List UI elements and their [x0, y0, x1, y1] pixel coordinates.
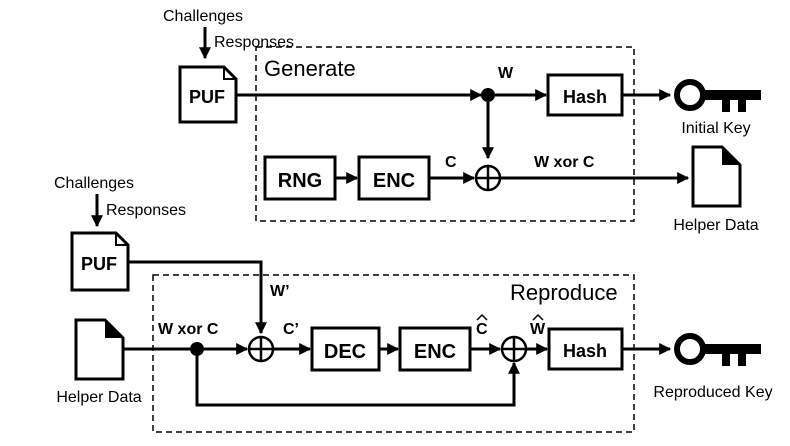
generate-xor-icon: [474, 164, 502, 192]
generate-helper-data-label: Helper Data: [673, 217, 758, 234]
reproduce-enc-block: ENC: [398, 326, 472, 372]
reproduce-c-hat-label-group: C: [476, 313, 488, 338]
reproduced-key-label: Reproduced Key: [653, 384, 772, 401]
reproduce-c-prime-label: C’: [283, 321, 299, 338]
reproduce-helper-data-label: Helper Data: [56, 389, 141, 406]
generate-challenges-label: Challenges: [163, 8, 243, 25]
generate-helper-data-icon: [691, 145, 742, 208]
initial-key-label: Initial Key: [681, 120, 750, 137]
generate-hash-block: Hash: [546, 73, 624, 117]
reproduce-enc-label: ENC: [414, 341, 456, 363]
generate-w-xor-c-label: W xor C: [534, 154, 595, 171]
reproduce-xor2-icon: [500, 335, 528, 363]
reproduce-w-hat-label-group: W: [530, 313, 546, 338]
generate-c-label: C: [445, 154, 457, 171]
reproduce-puf-to-xor-line: [128, 260, 267, 335]
c-hat-accent: [476, 313, 488, 321]
generate-rng-block: RNG: [263, 155, 337, 201]
w-hat-accent: [532, 313, 544, 321]
generate-puf-block: PUF: [178, 65, 238, 124]
reproduce-w-hat-label: W: [530, 321, 546, 338]
reproduce-dec-block: DEC: [310, 326, 381, 372]
reproduced-key-icon: [674, 333, 761, 366]
reproduce-hash-label: Hash: [563, 341, 607, 361]
reproduce-w-xor-c-label: W xor C: [158, 321, 219, 338]
generate-region: [255, 46, 635, 222]
generate-enc-block: ENC: [357, 155, 431, 201]
reproduce-hash-block: Hash: [547, 327, 624, 371]
generate-enc-label: ENC: [373, 170, 415, 192]
reproduce-junction: [190, 342, 204, 356]
reproduce-puf-block: PUF: [70, 231, 130, 292]
reproduce-dec-label: DEC: [324, 341, 366, 363]
reproduce-challenges-label: Challenges: [54, 175, 134, 192]
generate-hash-label: Hash: [563, 87, 607, 107]
reproduce-c-hat-label: C: [476, 321, 488, 338]
reproduce-title: Reproduce: [510, 280, 618, 305]
reproduce-region: [152, 274, 635, 433]
reproduce-feedback-line: [195, 356, 520, 407]
reproduce-w-prime-label: W’: [270, 283, 290, 300]
reproduce-xor1-icon: [247, 335, 275, 363]
generate-w-junction: [481, 88, 495, 102]
reproduce-puf-label: PUF: [81, 254, 117, 274]
reproduce-helper-data-icon: [74, 318, 125, 381]
reproduce-responses-label: Responses: [106, 202, 186, 219]
generate-responses-label: Responses: [214, 34, 294, 51]
generate-w-label: W: [498, 65, 514, 82]
generate-title: Generate: [264, 56, 356, 81]
initial-key-icon: [674, 79, 761, 112]
generate-puf-label: PUF: [189, 87, 225, 107]
generate-rng-label: RNG: [278, 170, 322, 192]
